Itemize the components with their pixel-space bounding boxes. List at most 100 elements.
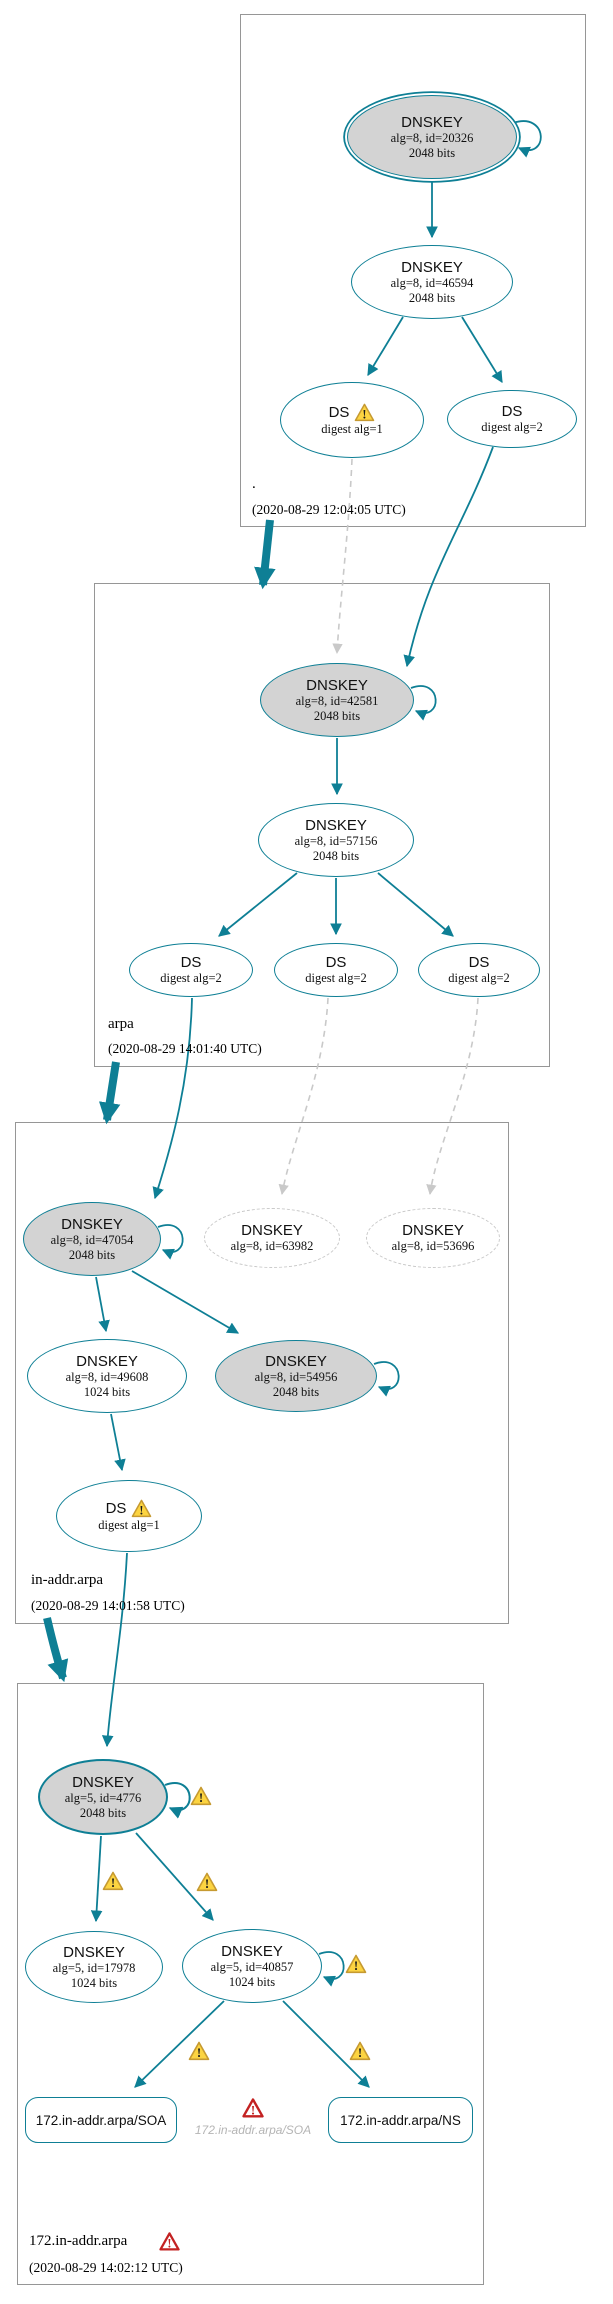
ds-root-alg2-node[interactable]: DS digest alg=2 xyxy=(447,390,577,448)
node-alg: alg=5, id=17978 xyxy=(52,1960,136,1975)
node-type: DS xyxy=(501,403,523,420)
node-alg: alg=8, id=46594 xyxy=(390,275,474,290)
dnskey-49608-node[interactable]: DNSKEY alg=8, id=49608 1024 bits xyxy=(27,1339,187,1413)
edge-47054-49608 xyxy=(95,1276,110,1333)
node-type: DS xyxy=(328,404,350,421)
node-alg: alg=8, id=57156 xyxy=(294,833,378,848)
node-bits: 2048 bits xyxy=(408,290,456,305)
edge-selfloop-54956 xyxy=(373,1361,400,1397)
warning-icon: ! xyxy=(102,1871,124,1896)
dnskey-17978-node[interactable]: DNSKEY alg=5, id=17978 1024 bits xyxy=(25,1931,163,2003)
dnskey-46594-node[interactable]: DNSKEY alg=8, id=46594 2048 bits xyxy=(351,245,513,319)
dnskey-57156-node[interactable]: DNSKEY alg=8, id=57156 2048 bits xyxy=(258,803,414,877)
node-type: DNSKEY xyxy=(306,676,368,694)
node-bits: 2048 bits xyxy=(79,1805,127,1820)
node-alg: alg=8, id=54956 xyxy=(254,1369,338,1384)
svg-text:!: ! xyxy=(197,2045,201,2060)
edge-selfloop-4776 xyxy=(164,1782,191,1819)
svg-text:!: ! xyxy=(199,1790,203,1805)
ds-arpa-3-node[interactable]: DS digest alg=2 xyxy=(418,943,540,997)
delegation-arrow-inaddr-172 xyxy=(43,1617,69,1683)
node-digest: digest alg=1 xyxy=(98,1518,160,1532)
svg-text:!: ! xyxy=(251,2103,255,2118)
node-type: DNSKEY xyxy=(63,1943,125,1961)
node-digest: digest alg=2 xyxy=(481,420,543,434)
node-alg: alg=8, id=42581 xyxy=(295,693,379,708)
node-bits: 1024 bits xyxy=(228,1974,276,1989)
node-alg: alg=5, id=4776 xyxy=(64,1790,142,1805)
error-icon: ! xyxy=(242,2098,264,2123)
node-digest: digest alg=2 xyxy=(448,971,510,985)
node-type: DNSKEY xyxy=(221,1942,283,1960)
ds-inaddr-alg1-node[interactable]: DS ! digest alg=1 xyxy=(56,1480,202,1552)
warning-icon: ! xyxy=(190,1786,212,1811)
edge-46594-ds1 xyxy=(367,316,404,377)
node-alg: alg=8, id=47054 xyxy=(50,1232,134,1247)
zone-timestamp-root: (2020-08-29 12:04:05 UTC) xyxy=(252,502,406,517)
dnskey-47054-node[interactable]: DNSKEY alg=8, id=47054 2048 bits xyxy=(23,1202,161,1276)
node-alg: alg=8, id=49608 xyxy=(65,1369,149,1384)
ds-arpa-1-node[interactable]: DS digest alg=2 xyxy=(129,943,253,997)
node-type: DNSKEY xyxy=(61,1215,123,1233)
dnskey-40857-node[interactable]: DNSKEY alg=5, id=40857 1024 bits xyxy=(182,1929,322,2003)
warning-icon: ! xyxy=(132,1499,152,1517)
ds-root-alg1-node[interactable]: DS ! digest alg=1 xyxy=(280,382,424,458)
svg-text:!: ! xyxy=(111,1875,115,1890)
node-alg: alg=8, id=20326 xyxy=(390,130,474,145)
svg-text:!: ! xyxy=(363,407,367,421)
node-type: DNSKEY xyxy=(401,113,463,131)
dnskey-53696-ghost-node[interactable]: DNSKEY alg=8, id=53696 xyxy=(366,1208,500,1268)
node-type: DNSKEY xyxy=(401,258,463,276)
node-type: DS xyxy=(468,954,490,971)
delegation-arrow-root-arpa xyxy=(254,519,276,590)
zone-label-inaddr: in-addr.arpa xyxy=(31,1572,104,1588)
svg-text:!: ! xyxy=(354,1958,358,1973)
node-type: DNSKEY xyxy=(305,816,367,834)
node-bits: 2048 bits xyxy=(408,145,456,160)
edge-selfloop-20326 xyxy=(512,120,542,158)
edge-4776-40857 xyxy=(135,1832,214,1921)
dnskey-63982-ghost-node[interactable]: DNSKEY alg=8, id=63982 xyxy=(204,1208,340,1268)
ds-arpa-2-node[interactable]: DS digest alg=2 xyxy=(274,943,398,997)
edge-selfloop-42581 xyxy=(410,685,437,721)
edge-root-ds1-arpa-ksk-dashed xyxy=(332,458,353,655)
zone-label-arpa: arpa xyxy=(108,1016,134,1032)
edge-46594-ds2 xyxy=(461,316,503,383)
edge-40857-soa xyxy=(134,2000,225,2088)
zone-label-root: . xyxy=(252,476,256,492)
node-bits: 2048 bits xyxy=(272,1384,320,1399)
node-digest: digest alg=1 xyxy=(321,422,383,436)
edge-arpa-ds3-53696-dashed xyxy=(426,997,479,1196)
dnskey-42581-node[interactable]: DNSKEY alg=8, id=42581 2048 bits xyxy=(260,663,414,737)
dnskey-54956-node[interactable]: DNSKEY alg=8, id=54956 2048 bits xyxy=(215,1340,377,1412)
edge-selfloop-40857 xyxy=(318,1951,345,1987)
node-bits: 2048 bits xyxy=(312,848,360,863)
rrset-ns-box[interactable]: 172.in-addr.arpa/NS xyxy=(328,2097,473,2143)
edge-47054-54956 xyxy=(131,1270,240,1334)
node-type: DNSKEY xyxy=(265,1352,327,1370)
node-bits: 2048 bits xyxy=(68,1247,116,1262)
zone-panel-172-in-addr-arpa xyxy=(17,1683,484,2285)
rrset-soa-box[interactable]: 172.in-addr.arpa/SOA xyxy=(25,2097,177,2143)
zone-panel-in-addr-arpa xyxy=(15,1122,509,1624)
node-type: DS xyxy=(180,954,202,971)
edge-arpa-ds2-63982-dashed xyxy=(278,997,329,1196)
warning-icon: ! xyxy=(196,1872,218,1897)
node-bits: 2048 bits xyxy=(313,708,361,723)
delegation-arrow-arpa-inaddr xyxy=(98,1061,121,1125)
edge-selfloop-47054 xyxy=(157,1224,184,1260)
svg-text:!: ! xyxy=(358,2045,362,2060)
edge-57156-ds3 xyxy=(377,872,454,937)
node-bits: 1024 bits xyxy=(70,1975,118,1990)
svg-text:!: ! xyxy=(205,1876,209,1891)
node-alg: alg=8, id=53696 xyxy=(391,1239,475,1253)
edge-57156-ds1 xyxy=(218,872,298,937)
dnskey-4776-node[interactable]: DNSKEY alg=5, id=4776 2048 bits xyxy=(38,1759,168,1835)
edge-inaddr-ds-172-ksk xyxy=(101,1552,128,1748)
edge-root-ds2-arpa-ksk xyxy=(403,446,494,668)
dnskey-20326-node[interactable]: DNSKEY alg=8, id=20326 2048 bits xyxy=(347,95,517,179)
svg-text:!: ! xyxy=(168,2237,172,2251)
node-alg: alg=5, id=40857 xyxy=(210,1959,294,1974)
